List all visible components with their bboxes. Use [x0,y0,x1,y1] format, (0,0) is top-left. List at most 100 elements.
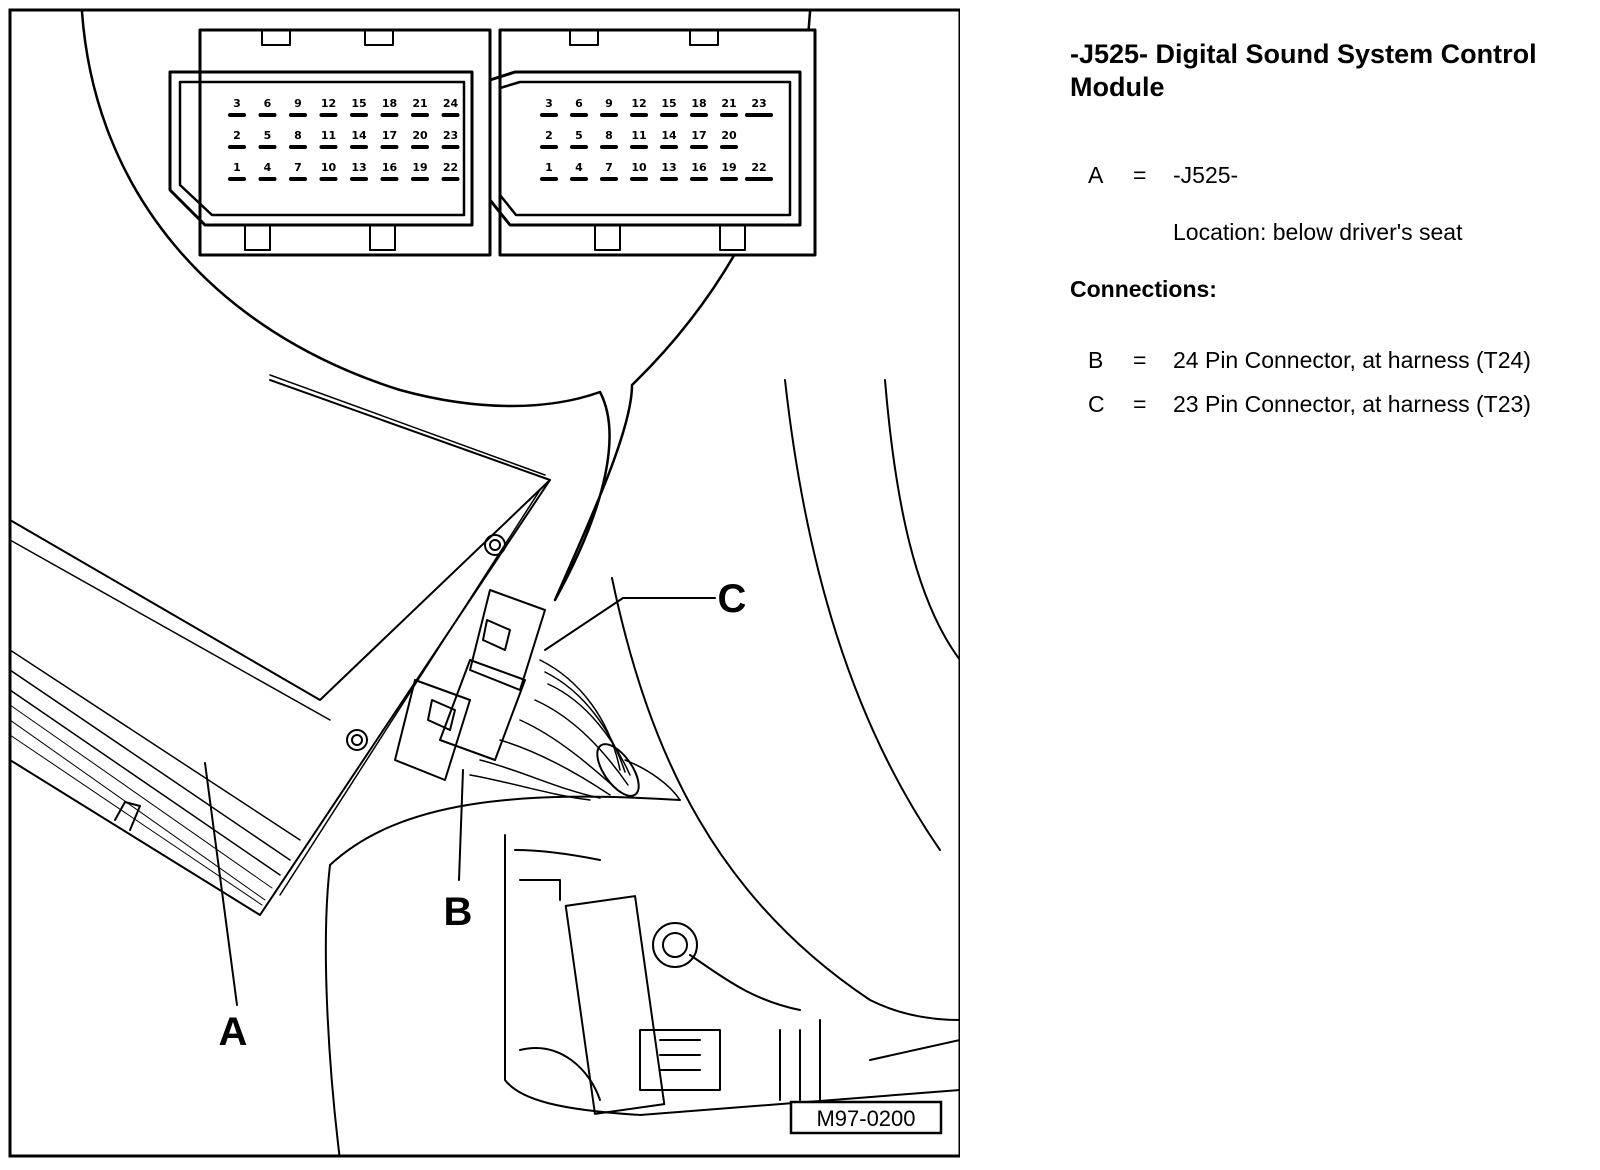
callout-c: C [718,577,747,621]
t23-pin-slot [540,113,558,117]
t24-pin-slot [411,113,429,117]
t23-pin-label: 10 [631,161,647,174]
t23-pin-label: 13 [661,161,676,174]
t24-pin-slot [411,177,429,181]
magnifier-bubble [80,11,812,602]
t24-pin-slot [258,113,277,117]
t23-pin-slot [630,177,648,181]
legend-value-b: 24 Pin Connector, at harness (T24) [1173,347,1531,373]
legend-value-a: -J525- [1173,162,1239,188]
t24-pin-slot [441,113,460,117]
t23-pin-label: 5 [575,129,583,142]
t23-pin-label: 1 [545,161,553,174]
t24-pin-label: 21 [412,97,427,110]
connector-face-t24 [168,28,492,257]
t24-pin-label: 24 [443,97,459,110]
leader-c [544,597,716,651]
t24-pin-slot [350,177,368,181]
t23-pin-label: 4 [575,161,583,174]
t24-pin-label: 7 [294,161,302,174]
t24-pin-slot [258,177,277,181]
t23-pin-slot [690,145,708,149]
t23-pin-slot [540,145,558,149]
t24-pin-slot [380,177,399,181]
t23-pin-slot [690,113,708,117]
t23-pin-label: 11 [631,129,646,142]
t23-pin-slot [660,113,678,117]
t24-pin-slot [350,113,368,117]
callout-b: B [444,890,473,934]
legend-key-b: B [1088,347,1104,373]
t24-pin-slot [441,145,460,149]
t24-pin-label: 18 [382,97,397,110]
t24-pin-label: 16 [382,161,398,174]
legend-value-c: 23 Pin Connector, at harness (T23) [1173,391,1531,417]
t24-pin-label: 23 [443,129,458,142]
t23-pin-slot [720,145,738,149]
t24-pin-slot [289,177,307,181]
t23-pin-slot [660,145,678,149]
t23-pin-slot [600,145,618,149]
t24-pin-slot [228,145,246,149]
t23-pin-label: 16 [691,161,707,174]
t23-pin-slot [570,113,588,117]
legend-key-a: A [1088,162,1104,188]
t24-pin-label: 2 [233,129,241,142]
connector-face-t23 [488,28,817,257]
callout-a: A [219,1010,248,1054]
t24-pin-slot [380,113,399,117]
legend-equals-a: = [1133,162,1147,188]
t23-pin-slot [720,113,738,117]
t24-pin-slot [441,177,460,181]
t24-pin-slot [228,177,246,181]
t24-pin-label: 14 [351,129,367,142]
t24-pin-label: 10 [321,161,337,174]
t24-pin-label: 19 [412,161,427,174]
t23-pin-slot [745,113,773,117]
legend-key-c: C [1088,391,1105,417]
t23-pin-slot [600,177,618,181]
t24-pin-slot [350,145,368,149]
t23-pin-slot [600,113,618,117]
t23-pin-label: 7 [605,161,613,174]
t24-pin-slot [319,145,338,149]
t23-pin-label: 6 [575,97,583,110]
t24-pin-label: 3 [233,97,241,110]
location-text: Location: below driver's seat [1173,219,1463,245]
t24-pin-slot [319,177,338,181]
t24-pin-label: 12 [321,97,336,110]
t23-pin-label: 12 [631,97,646,110]
t24-pin-label: 13 [351,161,366,174]
t24-pin-slot [289,145,307,149]
t23-pin-slot [690,177,708,181]
t24-pin-slot [228,113,246,117]
t23-pin-label: 22 [751,161,766,174]
t23-pin-label: 21 [721,97,736,110]
t24-pin-label: 4 [264,161,272,174]
t24-pin-label: 17 [382,129,397,142]
t23-pin-label: 2 [545,129,553,142]
reference-number: M97-0200 [816,1106,915,1131]
t24-pin-label: 8 [294,129,302,142]
t24-pin-label: 6 [264,97,272,110]
t23-pin-label: 15 [661,97,676,110]
t24-pin-slot [411,145,429,149]
t23-pin-label: 20 [721,129,737,142]
t23-pin-label: 14 [661,129,677,142]
legend-equals-c: = [1133,391,1147,417]
t24-pin-label: 9 [294,97,302,110]
legend-panel: -J525- Digital Sound System Control Modu… [1070,38,1595,417]
t23-pin-slot [630,145,648,149]
t24-pin-slot [319,113,338,117]
t23-pin-label: 19 [721,161,736,174]
legend-equals-b: = [1133,347,1147,373]
t23-pin-label: 18 [691,97,706,110]
t23-pin-label: 3 [545,97,553,110]
connections-heading: Connections: [1070,276,1217,302]
t24-pin-slot [380,145,399,149]
t24-pin-slot [258,145,277,149]
t24-pin-slot [289,113,307,117]
wiring-harness [469,659,681,801]
